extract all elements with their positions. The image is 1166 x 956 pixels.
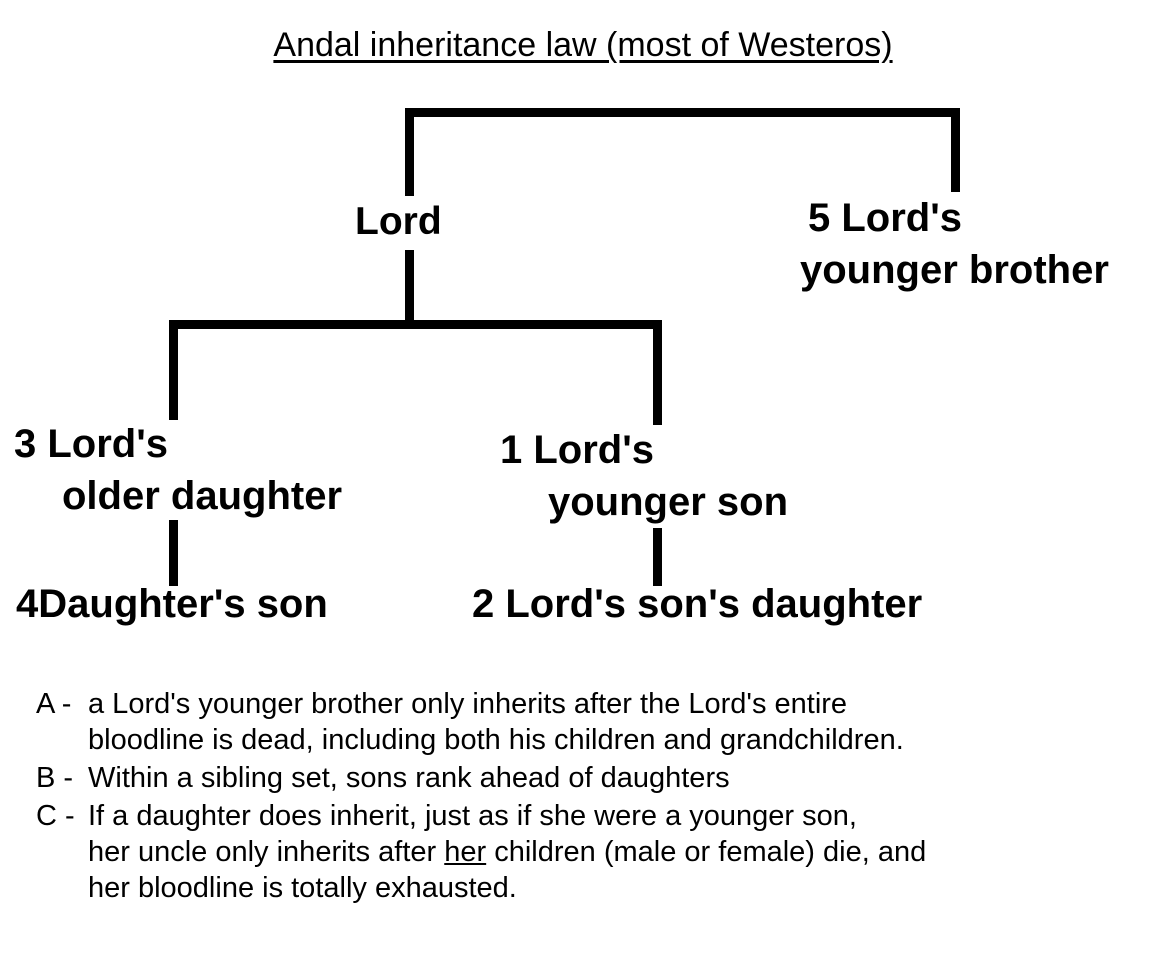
note-b-label: B - [36,762,74,794]
node-older-daughter-line1: Lord's [47,422,168,466]
node-younger-son-line1: Lord's [533,428,654,472]
note-c: C - If a daughter does inherit, just as i… [36,798,1156,906]
note-c-emphasis-her: her [444,836,487,868]
notes-list: A - a Lord's younger brother only inherit… [36,686,1156,908]
rank-badge-3: 3 [14,422,37,466]
note-b: B - Within a sibling set, sons rank ahead… [36,760,1156,796]
connector-older-daughter-drop [169,320,178,420]
rank-badge-1: 1 [500,428,523,472]
node-daughters-son-label: Daughter's son [38,582,328,626]
note-c-line3: her bloodline is totally exhausted. [88,872,517,904]
node-sons-daughter-label: Lord's son's daughter [505,582,923,626]
connector-sons-daughter-stem [653,528,662,586]
node-lords-older-daughter: 3 Lord's older daughter [14,418,342,522]
page-title: Andal inheritance law (most of Westeros) [0,26,1166,65]
node-lords-younger-son: 1 Lord's younger son [500,424,788,528]
rank-badge-5: 5 [808,196,831,240]
rank-badge-4: 4 [16,582,39,626]
node-brother-line2: younger brother [800,248,1109,292]
node-brother-line1: Lord's [841,196,962,240]
note-c-label: C - [36,800,75,832]
note-a-line2: bloodline is dead, including both his ch… [88,724,904,756]
note-a-label: A - [36,688,72,720]
note-a-line1: a Lord's younger brother only inherits a… [88,688,848,720]
note-c-line1: If a daughter does inherit, just as if s… [88,800,857,832]
connector-top-left-drop [405,108,414,196]
connector-children-horizontal [169,320,662,329]
connector-top-right-drop [951,108,960,192]
note-c-line2-host: her uncle only inherits after her childr… [88,836,927,868]
note-b-line1: Within a sibling set, sons rank ahead of… [88,762,730,794]
rank-badge-2: 2 [472,582,495,626]
node-lord: Lord [355,196,442,248]
node-younger-son-line2: younger son [548,480,789,524]
connector-lord-stem [405,250,414,322]
node-lords-younger-brother: 5 Lord's younger brother [800,192,1109,296]
connector-younger-son-drop [653,320,662,425]
note-a: A - a Lord's younger brother only inherit… [36,686,1156,758]
node-lords-sons-daughter: 2 Lord's son's daughter [472,578,922,630]
page-title-text: Andal inheritance law (most of Westeros) [273,26,893,64]
connector-daughters-son-stem [169,520,178,586]
node-lord-label: Lord [355,200,442,243]
connector-top-horizontal [405,108,960,117]
node-older-daughter-line2: older daughter [62,474,343,518]
node-daughters-son: 4Daughter's son [16,578,328,630]
